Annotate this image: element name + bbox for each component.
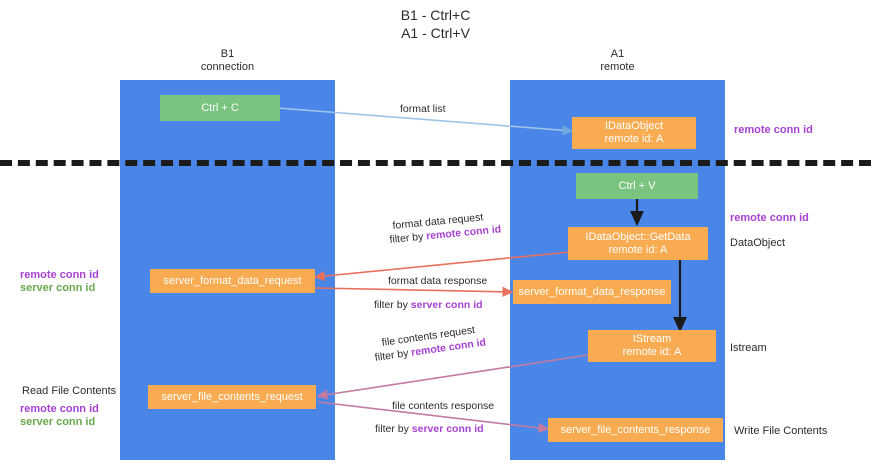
node-getdata-line2: remote id: A xyxy=(608,243,668,256)
node-ctrl-v-line1: Ctrl + V xyxy=(618,179,656,192)
page-title: B1 - Ctrl+C A1 - Ctrl+V xyxy=(0,6,871,42)
label-right-write-file-contents: Write File Contents xyxy=(734,425,828,437)
node-server-file-contents-request[interactable]: server_file_contents_request xyxy=(148,385,316,409)
node-ctrl-v[interactable]: Ctrl + V xyxy=(576,173,698,199)
title-line-1: B1 - Ctrl+C xyxy=(400,7,471,23)
message-file-contents-response: file contents response xyxy=(392,400,494,413)
arrow-format-data-response xyxy=(314,286,514,297)
node-ctrl-c[interactable]: Ctrl + C xyxy=(160,95,280,121)
node-server-format-data-response[interactable]: server_format_data_response xyxy=(513,280,671,304)
label-left-server-conn-1: server conn id xyxy=(20,282,96,294)
column-header-b1: B1 connection xyxy=(120,48,335,74)
node-istream[interactable]: IStream remote id: A xyxy=(588,330,716,362)
label-left-remote-conn-2: remote conn id xyxy=(20,403,99,415)
message-format-list: format list xyxy=(400,103,446,116)
message-fmt-resp-line1: format data response xyxy=(388,275,488,287)
column-header-a1-sub: remote xyxy=(600,61,635,73)
label-right-remote-conn-top: remote conn id xyxy=(734,124,813,136)
message-file-resp-line1: file contents response xyxy=(392,400,495,412)
message-fmt-resp-filter-id: server conn id xyxy=(410,299,483,311)
node-getdata-line1: IDataObject::GetData xyxy=(585,230,691,243)
message-file-resp-filter-id: server conn id xyxy=(411,423,484,435)
node-idataobject[interactable]: IDataObject remote id: A xyxy=(572,117,696,149)
message-format-data-response-filter: filter by server conn id xyxy=(374,299,483,312)
message-file-req-filter-pre: filter by xyxy=(374,346,413,364)
column-header-a1: A1 remote xyxy=(510,48,725,74)
node-istream-line1: IStream xyxy=(632,333,672,345)
node-idataobject-getdata[interactable]: IDataObject::GetData remote id: A xyxy=(568,227,708,260)
node-server-file-contents-response[interactable]: server_file_contents_response xyxy=(548,418,723,442)
node-ctrl-c-line1: Ctrl + C xyxy=(201,101,239,114)
message-fmt-resp-filter-pre: filter by xyxy=(374,299,411,311)
label-right-dataobject: DataObject xyxy=(730,237,786,249)
label-left-read-file-contents: Read File Contents xyxy=(22,385,117,397)
section-divider xyxy=(0,160,871,166)
message-file-contents-response-filter: filter by server conn id xyxy=(375,423,484,436)
message-format-data-response: format data response xyxy=(388,275,487,288)
node-idataobject-line2: remote id: A xyxy=(604,133,664,145)
column-header-b1-name: B1 xyxy=(220,48,235,60)
node-server-format-data-request[interactable]: server_format_data_request xyxy=(150,269,315,293)
label-left-remote-conn-1: remote conn id xyxy=(20,269,99,281)
label-left-server-conn-2: server conn id xyxy=(20,416,96,428)
label-right-remote-conn-mid: remote conn id xyxy=(730,212,809,224)
node-idataobject-line1: IDataObject xyxy=(604,120,664,132)
label-right-istream: Istream xyxy=(730,342,767,354)
message-fmt-req-filter-pre: filter by xyxy=(389,230,427,246)
column-header-b1-sub: connection xyxy=(200,61,255,73)
node-file-response-label: server_file_contents_response xyxy=(560,423,711,436)
node-file-request-label: server_file_contents_request xyxy=(161,390,303,403)
node-istream-line2: remote id: A xyxy=(622,346,682,358)
message-file-resp-filter-pre: filter by xyxy=(375,423,412,435)
node-fmt-request-label: server_format_data_request xyxy=(163,274,302,287)
title-line-2: A1 - Ctrl+V xyxy=(401,25,470,41)
node-fmt-response-label: server_format_data_response xyxy=(518,285,666,298)
message-format-list-text: format list xyxy=(400,103,446,115)
column-header-a1-name: A1 xyxy=(610,48,625,60)
